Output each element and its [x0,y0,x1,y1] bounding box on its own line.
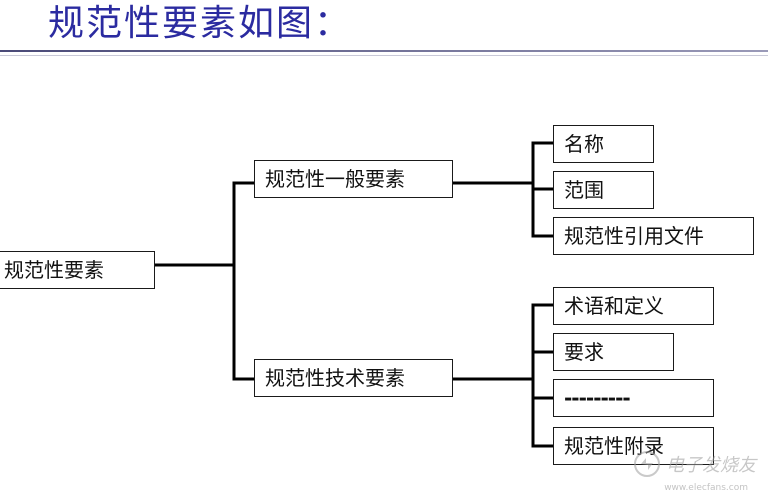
node-root: 规范性要素 [0,251,155,289]
node-requirements: 要求 [553,333,674,371]
node-normative-references: 规范性引用文件 [553,217,754,255]
node-ellipsis-dashes: --------- [553,379,714,417]
node-general-elements: 规范性一般要素 [254,160,453,198]
watermark: 电子发烧友 [632,447,756,481]
node-terms-definitions: 术语和定义 [553,287,714,325]
slide-title: 规范性要素如图： [48,3,353,44]
node-scope: 范围 [553,171,654,209]
node-name: 名称 [553,125,654,163]
watermark-url: www.elecfans.com [664,483,748,493]
node-technical-elements: 规范性技术要素 [254,359,453,397]
watermark-text: 电子发烧友 [666,455,756,476]
node-normative-annex: 规范性附录 [553,427,714,465]
elecfans-logo-icon [634,451,660,477]
title-rule-thin [0,55,768,56]
title-rule [0,50,768,52]
